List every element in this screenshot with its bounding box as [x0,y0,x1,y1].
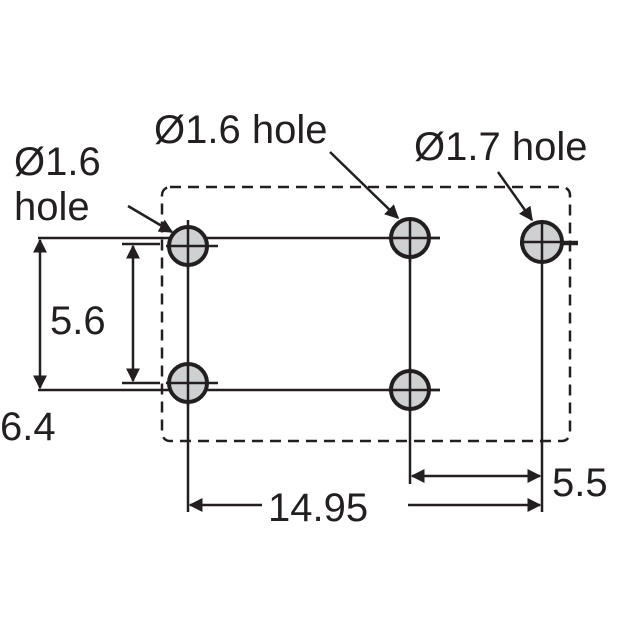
label-long-horizontal-dim: 14.95 [268,486,368,530]
label-top-left-hole: hole [14,185,90,229]
leader-arrow-top-left [127,204,174,234]
label-top-middle-hole: Ø1.6 hole [154,108,327,152]
hole-crosshairs [166,218,578,412]
leader-arrow-top-middle [329,151,400,219]
leader-arrow-top-right [496,171,534,222]
label-top-right-hole: Ø1.7 hole [414,125,587,169]
component-outline [160,185,572,443]
label-top-left-diameter: Ø1.6 [14,140,101,184]
label-short-horizontal-dim: 5.5 [552,461,608,505]
label-inner-vertical-dim: 5.6 [50,299,106,343]
label-outer-vertical-dim: 6.4 [0,405,56,449]
